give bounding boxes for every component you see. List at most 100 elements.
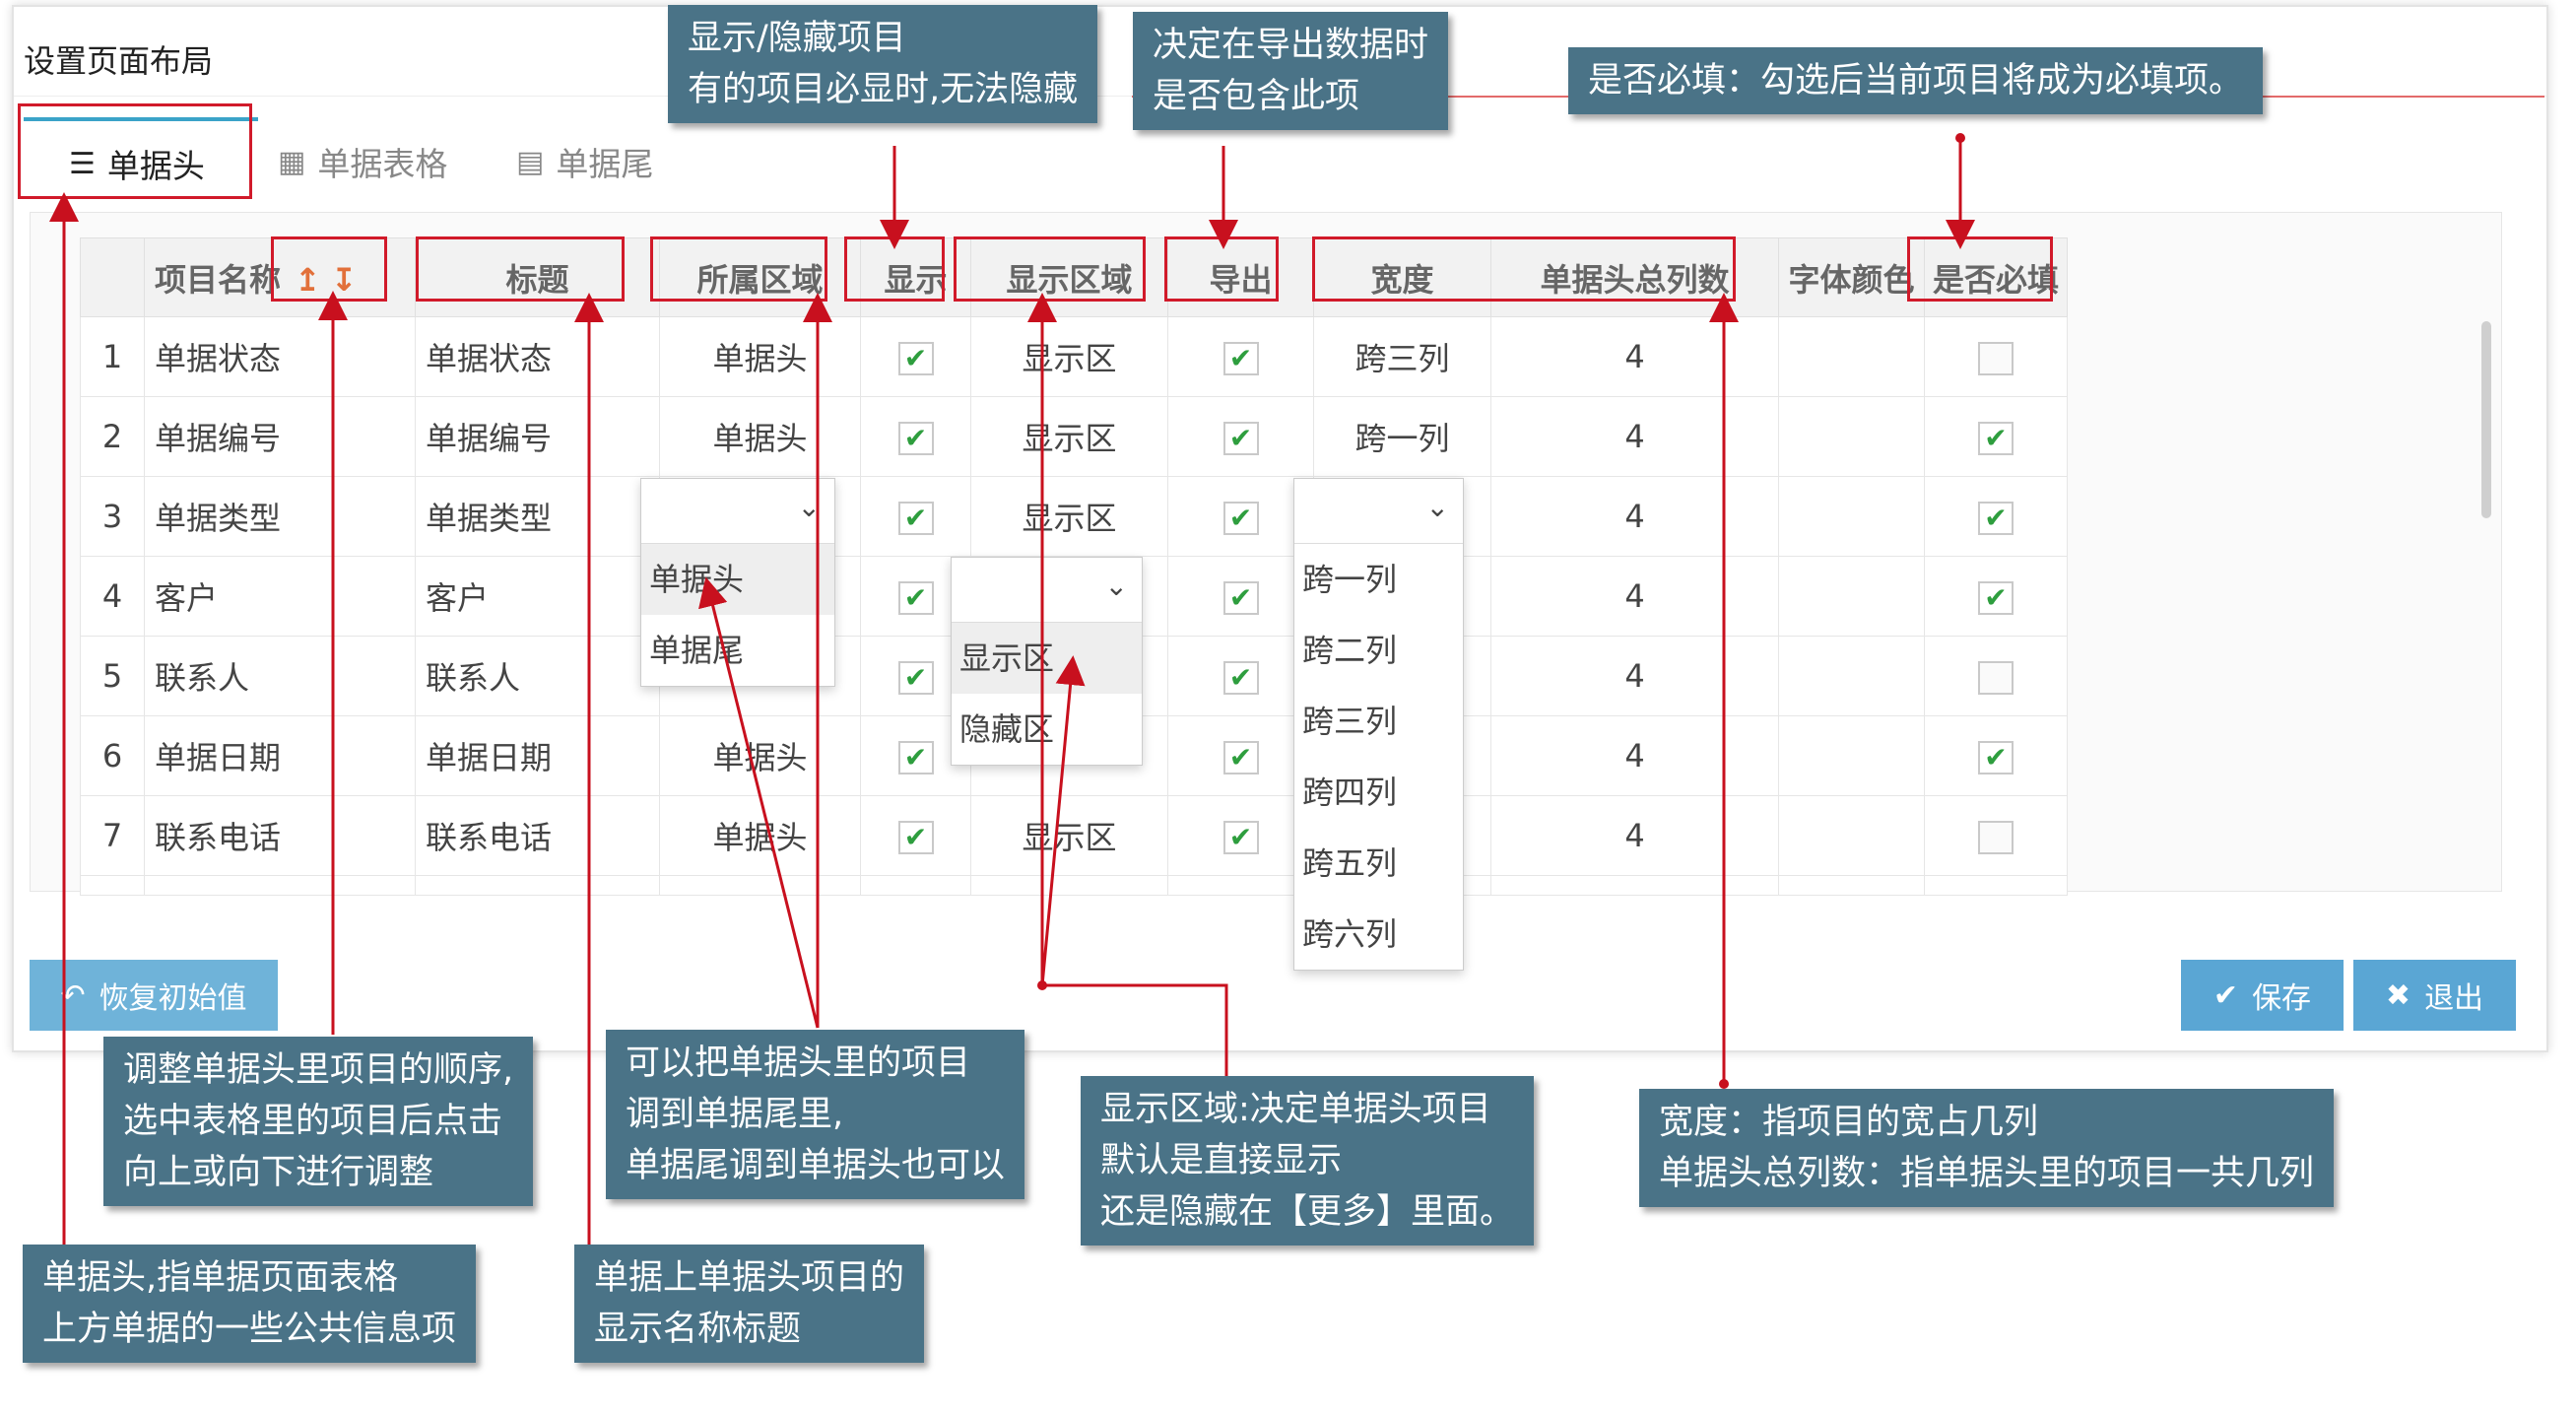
item-font-color-cell[interactable] <box>1778 476 1925 557</box>
vertical-scrollbar[interactable] <box>2481 321 2491 518</box>
export-checkbox[interactable]: ✔ <box>1222 821 1259 854</box>
width-option-5[interactable]: 跨五列 <box>1302 844 1398 882</box>
tab-table-label: 单据表格 <box>317 145 448 183</box>
item-name-cell[interactable]: 单据日期 <box>144 715 416 796</box>
item-name-cell[interactable]: 联系电话 <box>144 795 416 876</box>
item-area-cell[interactable]: 单据头 <box>659 795 861 876</box>
show-checkbox[interactable]: ✔ <box>897 741 934 774</box>
width-option-3[interactable]: 跨三列 <box>1302 703 1398 740</box>
area-option-footer[interactable]: 单据尾 <box>649 632 745 669</box>
export-checkbox[interactable]: ✔ <box>1222 342 1259 375</box>
width-option-4[interactable]: 跨四列 <box>1302 774 1398 811</box>
item-display-area-cell[interactable]: 显示区 <box>970 396 1168 477</box>
item-total-cols-cell[interactable]: 4 <box>1490 556 1779 637</box>
item-total-cols-cell[interactable]: 4 <box>1490 795 1779 876</box>
check-icon: ✔ <box>1228 502 1253 534</box>
tab-header[interactable]: ☰ 单据头 <box>24 117 258 206</box>
export-checkbox: ✔ <box>1167 715 1314 796</box>
item-display-area-cell[interactable]: 显示区 <box>970 316 1168 397</box>
item-total-cols-cell[interactable]: 4 <box>1490 476 1779 557</box>
row-index[interactable]: 3 <box>80 476 145 557</box>
required-checkbox[interactable]: ✔ <box>1978 422 2014 455</box>
row-index[interactable]: 1 <box>80 316 145 397</box>
show-checkbox[interactable]: ✔ <box>897 821 934 854</box>
width-select[interactable]: ⌄ <box>1294 479 1463 544</box>
export-checkbox[interactable]: ✔ <box>1222 422 1259 455</box>
close-icon: ✖ <box>2385 977 2411 1013</box>
display-area-select[interactable]: ⌄ <box>952 558 1142 623</box>
export-checkbox[interactable]: ✔ <box>1222 661 1259 695</box>
item-display-area-cell[interactable]: 显示区 <box>970 795 1168 876</box>
item-title-cell[interactable]: 单据状态 <box>415 316 660 397</box>
item-title-cell[interactable]: 客户 <box>415 556 660 637</box>
width-option-2[interactable]: 跨二列 <box>1302 632 1398 669</box>
item-area-cell[interactable]: 单据头 <box>659 715 861 796</box>
row-index[interactable]: 6 <box>80 715 145 796</box>
item-title-cell[interactable]: 单据编号 <box>415 396 660 477</box>
show-checkbox[interactable]: ✔ <box>897 502 934 535</box>
width-option-6[interactable]: 跨六列 <box>1302 915 1398 953</box>
show-checkbox[interactable]: ✔ <box>897 581 934 615</box>
show-checkbox[interactable]: ✔ <box>897 342 934 375</box>
item-width-cell[interactable]: 跨一列 <box>1313 396 1491 477</box>
item-area-cell[interactable]: 单据头 <box>659 316 861 397</box>
row-index[interactable]: 2 <box>80 396 145 477</box>
row-index[interactable]: 4 <box>80 556 145 637</box>
required-checkbox[interactable]: ✔ <box>1978 502 2014 535</box>
item-width-cell[interactable]: 跨三列 <box>1313 316 1491 397</box>
required-checkbox[interactable] <box>1978 661 2014 695</box>
item-name-cell[interactable]: 单据编号 <box>144 396 416 477</box>
show-checkbox[interactable]: ✔ <box>897 422 934 455</box>
item-font-color-cell[interactable] <box>1778 396 1925 477</box>
display-option-hide[interactable]: 隐藏区 <box>959 710 1055 748</box>
item-display-area-cell[interactable]: 显示区 <box>970 476 1168 557</box>
table-row <box>80 875 2068 896</box>
required-checkbox[interactable] <box>1978 342 2014 375</box>
item-name-cell[interactable]: 单据状态 <box>144 316 416 397</box>
exit-button[interactable]: ✖ 退出 <box>2353 960 2516 1031</box>
export-checkbox[interactable]: ✔ <box>1222 502 1259 535</box>
item-title-cell[interactable]: 单据日期 <box>415 715 660 796</box>
display-area-dropdown[interactable]: ⌄ 显示区 隐藏区 <box>951 557 1143 766</box>
reset-button[interactable]: ↶ 恢复初始值 <box>30 960 278 1031</box>
display-option-show[interactable]: 显示区 <box>952 623 1142 694</box>
show-checkbox[interactable]: ✔ <box>897 661 934 695</box>
item-name-cell[interactable]: 联系人 <box>144 636 416 716</box>
required-checkbox[interactable]: ✔ <box>1978 581 2014 615</box>
item-font-color-cell[interactable] <box>1778 556 1925 637</box>
width-option-1[interactable]: 跨一列 <box>1302 561 1398 598</box>
export-checkbox[interactable]: ✔ <box>1222 581 1259 615</box>
item-title-cell[interactable]: 联系人 <box>415 636 660 716</box>
item-name-cell[interactable]: 客户 <box>144 556 416 637</box>
area-select[interactable]: ⌄ <box>641 479 834 544</box>
item-font-color-cell[interactable] <box>1778 316 1925 397</box>
required-checkbox[interactable]: ✔ <box>1978 741 2014 774</box>
export-checkbox[interactable]: ✔ <box>1222 741 1259 774</box>
tab-table[interactable]: ▦ 单据表格 <box>278 117 447 206</box>
tab-footer[interactable]: ▤ 单据尾 <box>516 117 653 206</box>
required-checkbox[interactable] <box>1978 821 2014 854</box>
item-font-color-cell[interactable] <box>1778 795 1925 876</box>
area-option-header[interactable]: 单据头 <box>641 544 834 615</box>
item-font-color-cell[interactable] <box>1778 636 1925 716</box>
item-font-color-cell[interactable] <box>1778 715 1925 796</box>
item-area-cell[interactable]: 单据头 <box>659 396 861 477</box>
col-export: 导出 <box>1167 237 1314 317</box>
item-title-cell[interactable]: 联系电话 <box>415 795 660 876</box>
row-index[interactable]: 7 <box>80 795 145 876</box>
item-total-cols-cell[interactable]: 4 <box>1490 396 1779 477</box>
item-title-cell[interactable]: 单据类型 <box>415 476 660 557</box>
note-display-area-line3: 还是隐藏在【更多】里面。 <box>1100 1192 1515 1232</box>
width-dropdown[interactable]: ⌄ 跨一列 跨二列 跨三列 跨四列 跨五列 跨六列 <box>1293 478 1464 971</box>
area-dropdown[interactable]: ⌄ 单据头 单据尾 <box>640 478 835 687</box>
save-button[interactable]: ✔ 保存 <box>2181 960 2344 1031</box>
item-total-cols-cell[interactable]: 4 <box>1490 715 1779 796</box>
item-total-cols-cell[interactable]: 4 <box>1490 316 1779 397</box>
row-index[interactable]: 5 <box>80 636 145 716</box>
item-total-cols-cell[interactable]: 4 <box>1490 636 1779 716</box>
item-name-cell[interactable]: 单据类型 <box>144 476 416 557</box>
